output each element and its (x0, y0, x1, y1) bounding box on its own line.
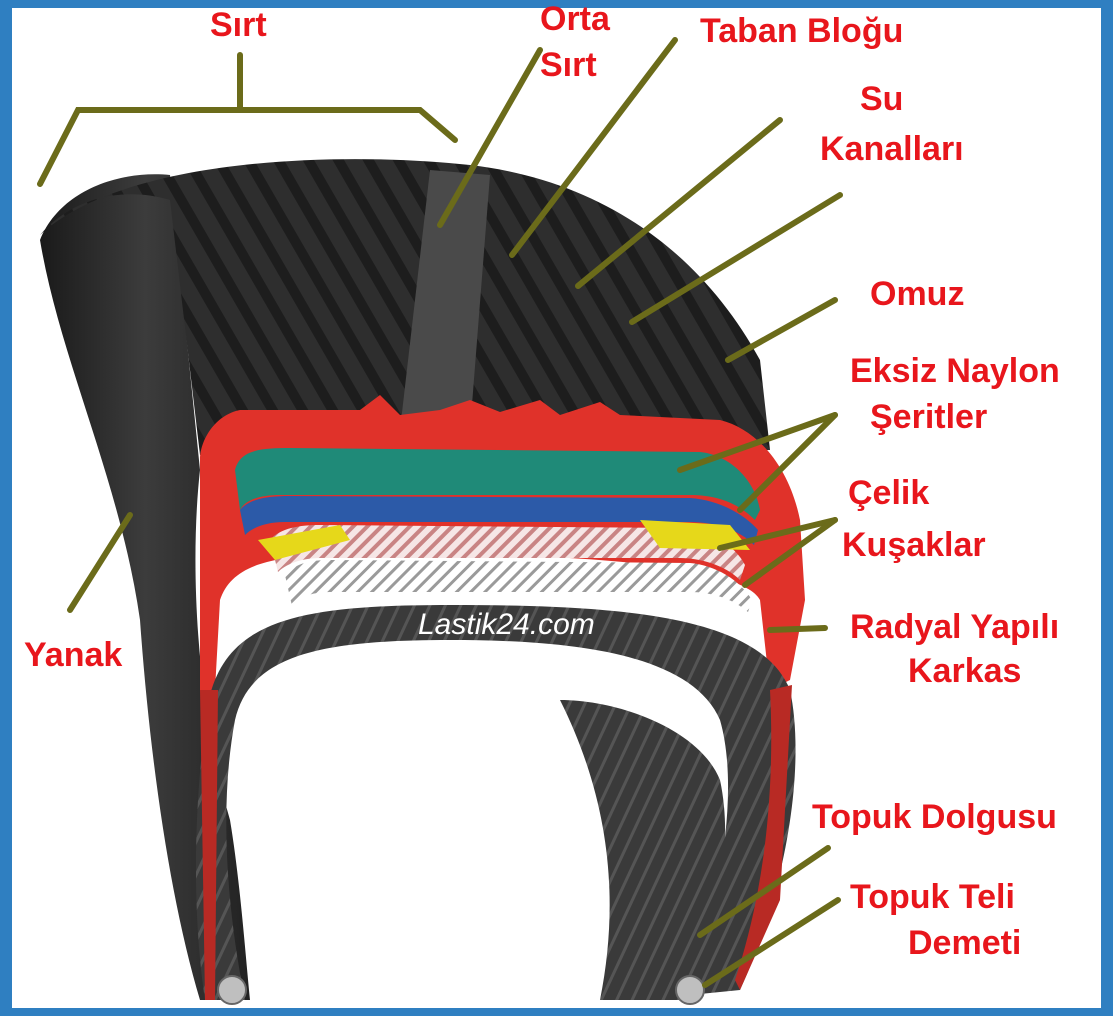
bead-wire-right (676, 976, 704, 1004)
label-su-kanallari-2: Kanalları (820, 130, 964, 168)
label-radyal-1: Radyal Yapılı (850, 608, 1059, 646)
bead-wire-left (218, 976, 246, 1004)
label-eksiz-naylon-2: Şeritler (870, 398, 987, 436)
label-sirt: Sırt (210, 6, 267, 44)
label-omuz: Omuz (870, 275, 964, 313)
label-topuk-teli-2: Demeti (908, 924, 1021, 962)
label-eksiz-naylon-1: Eksiz Naylon (850, 352, 1060, 390)
label-taban-blogu: Taban Bloğu (700, 12, 903, 50)
right-sidewall (560, 700, 725, 1000)
steel-belt-white (285, 560, 752, 612)
label-yanak: Yanak (24, 636, 122, 674)
label-topuk-teli-1: Topuk Teli (850, 878, 1015, 916)
watermark: Lastik24.com (418, 608, 595, 641)
label-topuk-dolgusu: Topuk Dolgusu (812, 798, 1057, 836)
label-su-kanallari-1: Su (860, 80, 903, 118)
label-orta-sirt-1: Orta (540, 0, 611, 38)
label-celik-kusaklar-1: Çelik (848, 474, 929, 512)
label-radyal-2: Karkas (908, 652, 1021, 690)
label-orta-sirt-2: Sırt (540, 46, 597, 84)
label-celik-kusaklar-2: Kuşaklar (842, 526, 986, 564)
